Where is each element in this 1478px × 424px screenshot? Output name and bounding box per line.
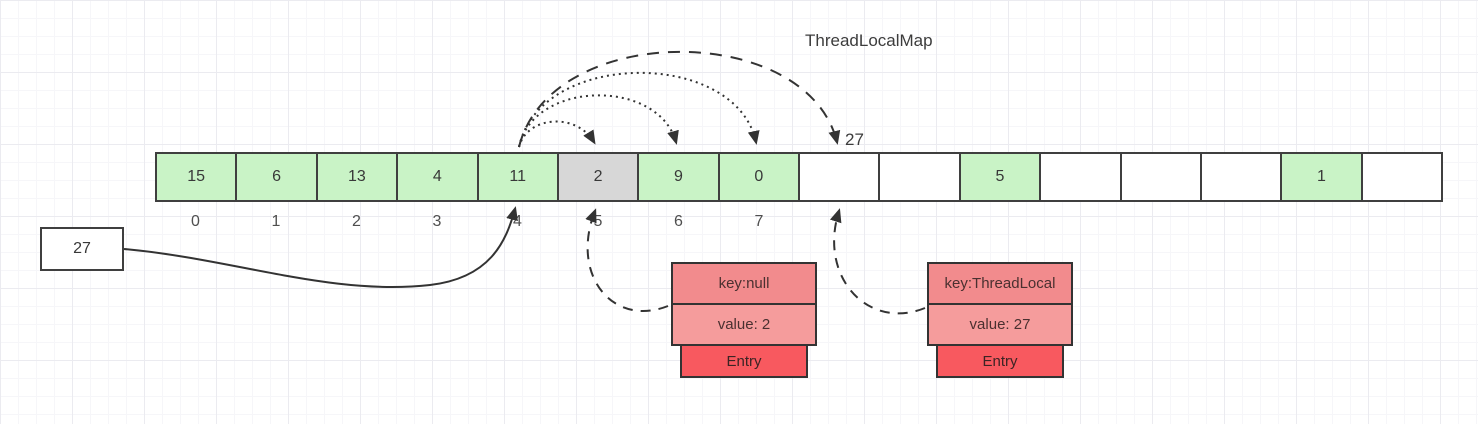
array-cell: 11 xyxy=(476,152,559,202)
array-cell: 4 xyxy=(396,152,479,202)
array-cell: 5 xyxy=(958,152,1042,202)
array-cell: 1 xyxy=(1280,152,1363,202)
index-label: 4 xyxy=(513,213,522,230)
index-label: 5 xyxy=(593,213,603,230)
array-cell: 15 xyxy=(155,152,238,202)
array-cell xyxy=(798,152,881,202)
index-label: 0 xyxy=(191,213,200,230)
index-label: 6 xyxy=(674,213,683,230)
index-label: 3 xyxy=(432,213,442,230)
incoming-value-box: 27 xyxy=(40,227,124,271)
entry-key-label: key:ThreadLocal xyxy=(927,262,1073,305)
array-cell: 9 xyxy=(637,152,720,202)
array-cell: 6 xyxy=(235,152,318,202)
entry-card-live: key:ThreadLocal value: 27 Entry xyxy=(927,262,1073,378)
index-label: 1 xyxy=(271,213,281,230)
entry-value-label: value: 27 xyxy=(927,303,1073,346)
array-cell: 0 xyxy=(717,152,800,202)
array-cell xyxy=(1360,152,1443,202)
array-cell: 2 xyxy=(556,152,640,202)
diagram-title: ThreadLocalMap xyxy=(805,31,933,50)
entry-value-label: value: 2 xyxy=(671,303,817,346)
array-cell xyxy=(1119,152,1202,202)
probe-arc-slot6 xyxy=(518,94,679,148)
index-label: 7 xyxy=(754,213,764,230)
index-label: 2 xyxy=(352,213,361,230)
array-cell xyxy=(1199,152,1283,202)
probe-arc-slot7 xyxy=(518,71,760,148)
array-cell xyxy=(1039,152,1122,202)
array-cell: 13 xyxy=(315,152,399,202)
entry-card-stale: key:null value: 2 Entry xyxy=(671,262,817,378)
probe-target-label: 27 xyxy=(845,130,864,149)
probe-arc-slot8 xyxy=(518,50,841,148)
entry-key-label: key:null xyxy=(671,262,817,305)
entry-tag-label: Entry xyxy=(936,344,1064,378)
entry-tag-label: Entry xyxy=(680,344,808,378)
array-cell xyxy=(878,152,961,202)
probe-arc-slot5 xyxy=(518,120,596,148)
arrow-live-entry-to-slot8 xyxy=(829,208,926,315)
